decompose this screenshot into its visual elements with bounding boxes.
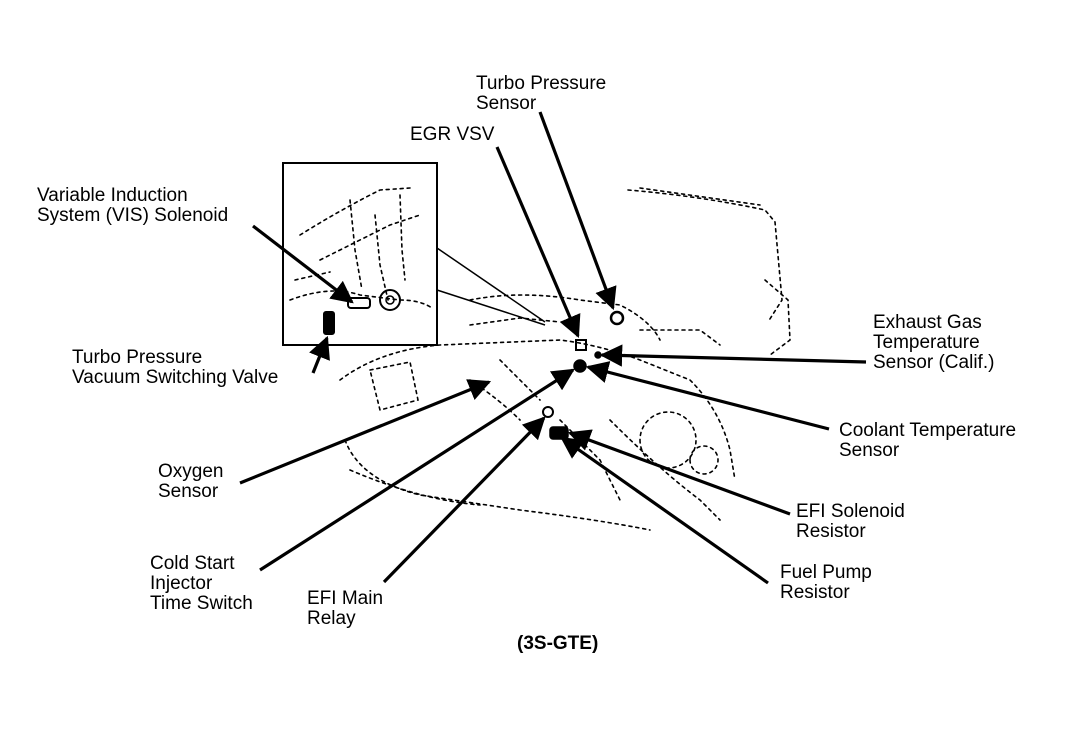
engine-lower-outline [344, 439, 651, 531]
inset-detail-6 [289, 290, 433, 309]
intake-outline [469, 294, 661, 341]
leader-turbo-pressure-sensor [538, 111, 617, 311]
rear-housing [639, 329, 721, 346]
label-turbo-pressure-sensor: Turbo Pressure Sensor [476, 74, 606, 114]
label-line: Sensor [839, 440, 900, 461]
leader-fuel-pump-resistor [560, 436, 769, 585]
label-line: Turbo Pressure [72, 347, 203, 368]
efi-resistor-symbol [549, 426, 569, 440]
label-efi-main-relay: EFI Main Relay [307, 589, 383, 629]
label-line: Relay [307, 608, 356, 629]
inset-projection-bottom [436, 289, 546, 326]
label-line: EGR VSV [410, 124, 495, 145]
label-line: EFI Main [307, 588, 384, 609]
label-turbo-vsv: Turbo Pressure Vacuum Switching Valve [72, 348, 278, 388]
leader-vis-solenoid [252, 224, 354, 304]
label-line: Sensor [158, 481, 219, 502]
label-line: Fuel Pump [780, 562, 872, 583]
label-egr-vsv: EGR VSV [410, 125, 494, 145]
label-line: Sensor [476, 93, 537, 114]
inset-detail-1 [299, 187, 411, 236]
label-line: Oxygen [158, 461, 224, 482]
label-line: Temperature [873, 332, 980, 353]
label-coolant-temp-sensor: Coolant Temperature Sensor [839, 421, 1016, 461]
label-efi-solenoid-resistor: EFI Solenoid Resistor [796, 502, 905, 542]
leader-efi-solenoid-resistor [567, 429, 791, 516]
leader-exhaust-gas-temp [599, 344, 867, 367]
turbo-pressure-sensor-symbol [609, 310, 625, 326]
inset-detail-5 [399, 194, 406, 281]
label-fuel-pump-resistor: Fuel Pump Resistor [780, 563, 872, 603]
hood-outline [627, 189, 783, 323]
belt-line [609, 419, 721, 521]
label-line: Cold Start [150, 553, 235, 574]
leader-cold-start [259, 368, 575, 572]
label-line: Time Switch [150, 593, 253, 614]
label-line: Injector [150, 573, 213, 594]
inset-detail-2 [319, 214, 421, 261]
label-exhaust-gas-temp-sensor: Exhaust Gas Temperature Sensor (Calif.) [873, 313, 994, 373]
frame-rail [349, 469, 481, 506]
hood-edge [639, 187, 761, 206]
coolant-sensor-symbol [573, 359, 587, 373]
pulley-inner [689, 445, 719, 475]
label-vis-solenoid: Variable Induction System (VIS) Solenoid [37, 186, 228, 226]
inset-detail-7 [294, 271, 331, 281]
leader-egr-vsv [495, 146, 581, 339]
inset-detail-3 [349, 199, 363, 291]
vis-valve-inner [385, 295, 395, 305]
engine-block-outline [339, 339, 736, 481]
leader-turbo-vsv [309, 335, 330, 374]
leader-efi-main-relay [382, 416, 546, 584]
label-line: Variable Induction [37, 185, 188, 206]
egr-vsv-symbol [575, 339, 587, 351]
inset-detail-4 [374, 214, 389, 301]
label-cold-start-injector-time-switch: Cold Start Injector Time Switch [150, 554, 253, 614]
turbo-vsv-symbol [323, 311, 335, 335]
strut-tower [764, 279, 791, 356]
label-line: Turbo Pressure [476, 73, 607, 94]
label-line: Sensor (Calif.) [873, 352, 995, 373]
label-line: Coolant Temperature [839, 420, 1017, 441]
cam-cover [469, 317, 561, 326]
label-line: Exhaust Gas [873, 312, 982, 333]
label-line: EFI Solenoid [796, 501, 905, 522]
pulley [639, 411, 697, 469]
leader-oxygen-sensor [239, 379, 492, 485]
label-line: Resistor [796, 521, 866, 542]
label-oxygen-sensor: Oxygen Sensor [158, 462, 223, 502]
label-line: Vacuum Switching Valve [72, 367, 279, 388]
efi-main-relay-symbol [542, 406, 554, 418]
label-line: System (VIS) Solenoid [37, 205, 229, 226]
exhaust-sensor-symbol [594, 351, 602, 359]
label-line: Resistor [780, 582, 850, 603]
leader-coolant-temp [585, 361, 830, 431]
inset-view-frame [282, 162, 438, 346]
inset-projection-top [436, 247, 546, 323]
battery-area [369, 361, 419, 411]
lower-bracket [559, 419, 621, 501]
diagram-caption: (3S-GTE) [517, 633, 599, 654]
vis-valve-symbol [379, 289, 401, 311]
manifold-runner-1 [499, 359, 541, 401]
